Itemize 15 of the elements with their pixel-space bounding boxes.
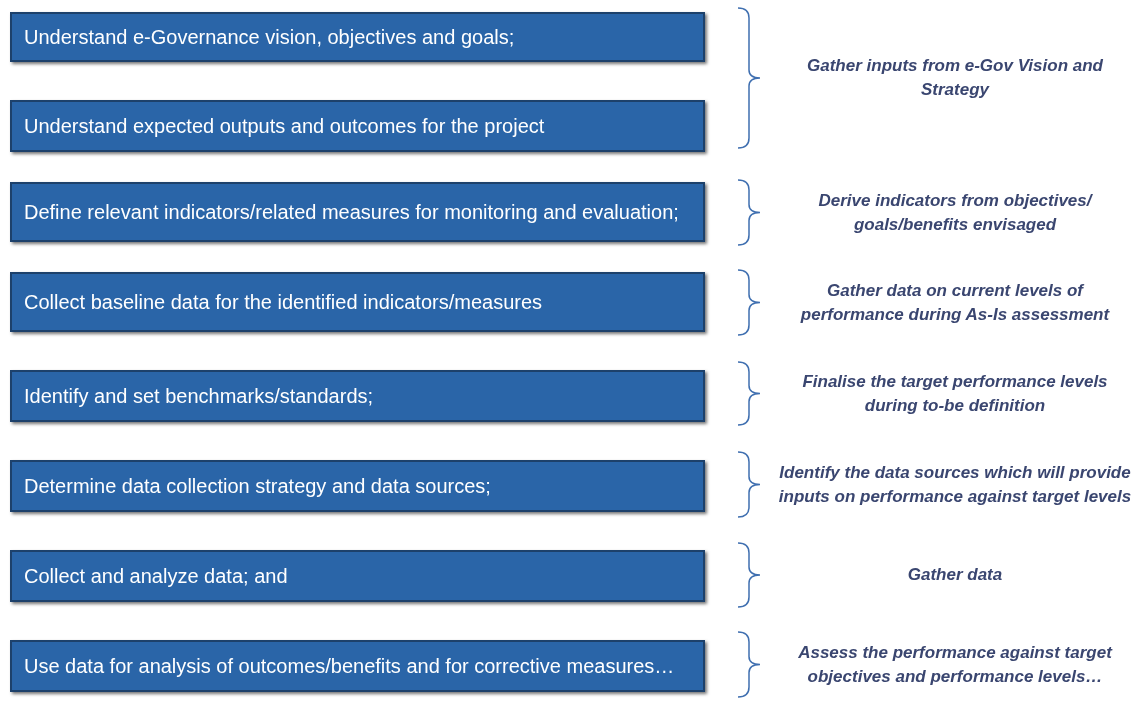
step-box: Determine data collection strategy and data sources; (10, 460, 705, 512)
step-box: Identify and set benchmarks/standards; (10, 370, 705, 422)
step-box: Understand expected outputs and outcomes for the project (10, 100, 705, 152)
brace-note: Assess the performance against target objectives and performance levels… (797, 641, 1114, 688)
brace-note: Identify the data sources which will provide inputs on performance against target levels (777, 461, 1133, 508)
brace-note: Gather data (906, 564, 1004, 586)
step-box: Collect and analyze data; and (10, 550, 705, 602)
brace-note: Gather data on current levels of performance during As-Is assessment (799, 279, 1111, 326)
brace-note: Gather inputs from e-Gov Vision and Strategy (806, 55, 1104, 101)
step-box: Define relevant indicators/related measures for monitoring and evaluation; (10, 182, 705, 242)
brace-note: Finalise the target performance levels during to-be definition (801, 370, 1109, 417)
step-box: Understand e-Governance vision, objectives and goals; (10, 12, 705, 62)
step-box: Collect baseline data for the identified indicators/measures (10, 272, 705, 332)
step-box: Use data for analysis of outcomes/benefits and for corrective measures… (10, 640, 705, 692)
brace-note: Derive indicators from objectives/ goals/benefits envisaged (817, 189, 1094, 236)
